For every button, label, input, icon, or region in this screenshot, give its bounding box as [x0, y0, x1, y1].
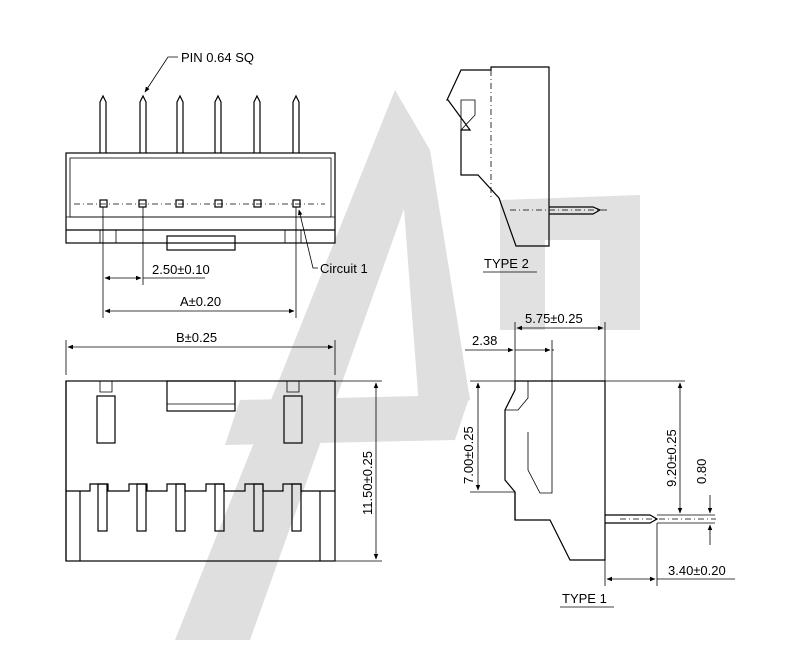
header-pins — [99, 94, 301, 208]
watermark-logo — [175, 90, 640, 640]
pin-height-dimension: 0.80 — [694, 459, 709, 484]
pin-length-dimension: 3.40±0.20 — [668, 563, 726, 578]
top-view-pins — [97, 483, 302, 532]
left-height-dimension: 7.00±0.25 — [461, 426, 476, 484]
type2-label: TYPE 2 — [484, 256, 529, 271]
type1-label: TYPE 1 — [562, 591, 607, 606]
right-height-dimension: 9.20±0.25 — [664, 429, 679, 487]
type2-side-view: TYPE 2 — [446, 66, 608, 273]
offset-dimension: 2.38 — [472, 333, 497, 348]
span-dimension: A±0.20 — [180, 294, 221, 309]
type1-side-view: 5.75±0.25 2.38 7.00±0.25 9.20±0.25 0.80 … — [461, 311, 735, 608]
height-dimension: 11.50±0.25 — [360, 451, 375, 515]
pitch-dimension: 2.50±0.10 — [152, 262, 210, 277]
width-dimension: B±0.25 — [176, 330, 217, 345]
pin-size-label: PIN 0.64 SQ — [181, 50, 254, 65]
depth-dimension: 5.75±0.25 — [525, 311, 583, 326]
top-view: B±0.25 11.50±0.25 — [65, 330, 382, 562]
circuit-1-label: Circuit 1 — [320, 261, 368, 276]
front-view: PIN 0.64 SQ Circuit 1 2.50±0.10 A±0.20 — [65, 50, 368, 318]
